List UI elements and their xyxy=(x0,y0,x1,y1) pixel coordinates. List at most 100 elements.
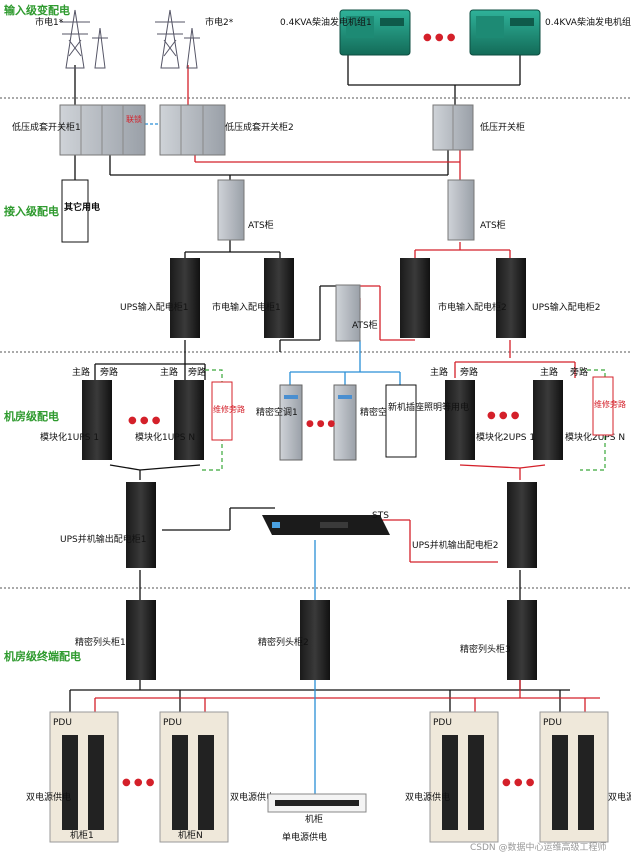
section-title-terminal: 机房级终端配电 xyxy=(4,649,81,663)
rack-1-label: 机柜1 xyxy=(70,829,94,841)
mains-input-1-label: 市电输入配电柜1 xyxy=(212,301,281,313)
ac-1-label: 精密空调1 xyxy=(256,406,298,418)
grid-tower-1 xyxy=(60,9,108,69)
main-path-label-1: 主路 xyxy=(72,366,90,378)
rack-dots-right: ● ● ● xyxy=(502,777,535,788)
ats-left-label: ATS柜 xyxy=(248,219,274,231)
single-supply-label: 单电源供电 xyxy=(282,831,327,843)
grid-tower-2 xyxy=(155,9,200,69)
ac-dots: ● ● ● xyxy=(306,419,335,429)
dual-supply-label-1: 双电源供电 xyxy=(26,791,71,803)
bypass-label-1: 旁路 xyxy=(100,366,118,378)
other-load-label: 其它用电 xyxy=(64,201,100,213)
black-wires xyxy=(69,55,570,712)
ups-parallel-output-1 xyxy=(126,482,156,568)
pdu-label-3: PDU xyxy=(433,718,452,728)
single-rack-label: 机柜 xyxy=(305,813,323,825)
sts-label: STS xyxy=(372,511,389,521)
generator-N-label: 0.4KVA柴油发电机组N xyxy=(545,16,631,28)
generator-1-label: 0.4KVA柴油发电机组1 xyxy=(280,16,372,28)
mains-input-cabinet-2 xyxy=(400,258,430,338)
lv-1-label: 低压成套开关柜1 xyxy=(12,121,81,133)
dual-supply-label-2: 双电源供电 xyxy=(230,791,275,803)
lv-3-label: 低压开关柜 xyxy=(480,121,525,133)
precision-ac-N xyxy=(333,384,357,461)
main-path-label-4: 主路 xyxy=(540,366,558,378)
precision-row-cabinet-1 xyxy=(126,600,156,680)
maint-bypass-label-2: 维修旁路 xyxy=(594,399,626,409)
section-title-input: 输入级变配电 xyxy=(4,3,70,17)
bypass-label-3: 旁路 xyxy=(460,366,478,378)
modular-ups-2-N xyxy=(533,380,563,460)
generator-dots: ● ● ● xyxy=(423,32,456,43)
other-load-box xyxy=(61,179,89,243)
ups-input-cabinet-1 xyxy=(170,258,200,338)
main-path-label-3: 主路 xyxy=(430,366,448,378)
maint-bypass-label-1: 维修旁路 xyxy=(213,404,245,414)
ups-input-2-label: UPS输入配电柜2 xyxy=(532,301,600,313)
maint-bypass-box-1 xyxy=(211,381,233,441)
rack-dots-left: ● ● ● xyxy=(122,777,155,788)
grid-2-label: 市电2* xyxy=(205,16,234,28)
mains-input-2-label: 市电输入配电柜2 xyxy=(438,301,507,313)
section-title-room: 机房级配电 xyxy=(4,409,59,423)
pdu-label-4: PDU xyxy=(543,718,562,728)
ups-input-cabinet-2 xyxy=(496,258,526,338)
precision-ac-1 xyxy=(279,384,303,461)
grid-1-label: 市电1* xyxy=(35,16,64,28)
section-dividers xyxy=(0,97,631,589)
section-title-access: 接入级配电 xyxy=(4,204,59,218)
lv-switchgear-3 xyxy=(432,104,474,151)
rack-right-N xyxy=(539,711,609,843)
ats-cabinet-right xyxy=(447,179,475,241)
row-2-label: 精密列头柜2 xyxy=(258,636,309,648)
row-1-label: 精密列头柜1 xyxy=(75,636,126,648)
mains-input-cabinet-1 xyxy=(264,258,294,338)
new-cabinet-label: 新机插座照明等用电 xyxy=(388,401,469,413)
blue-wires xyxy=(145,123,401,800)
rack-N-label: 机柜N xyxy=(178,829,203,841)
modular-ups-1-N xyxy=(174,380,204,460)
precision-row-cabinet-2 xyxy=(300,600,330,680)
mod1-1-label: 模块化1UPS 1 xyxy=(40,431,99,443)
modular-ups-2-1 xyxy=(445,380,475,460)
ats-cabinet-left xyxy=(217,179,245,241)
ups-group-2-dots: ● ● ● xyxy=(487,410,520,421)
dual-supply-label-4: 双电源供电 xyxy=(608,791,631,803)
row-3-label: 精密列头柜3 xyxy=(460,643,511,655)
rack-right-1 xyxy=(429,711,499,843)
dual-supply-label-3: 双电源供电 xyxy=(405,791,450,803)
ups-out-2-label: UPS并机输出配电柜2 xyxy=(412,539,498,551)
rack-N xyxy=(159,711,229,843)
pdu-label-1: PDU xyxy=(53,718,72,728)
ats-right-label: ATS柜 xyxy=(480,219,506,231)
ats-cabinet-mid xyxy=(335,284,361,342)
sts-unit xyxy=(262,515,390,535)
mod1-N-label: 模块化1UPS N xyxy=(135,431,195,443)
lv-2-label: 低压成套开关柜2 xyxy=(225,121,294,133)
mod2-1-label: 模块化2UPS 1 xyxy=(476,431,535,443)
single-supply-rack xyxy=(267,793,367,813)
ups-parallel-output-2 xyxy=(507,482,537,568)
ups-out-1-label: UPS并机输出配电柜1 xyxy=(60,533,146,545)
interlock-label: 联锁 xyxy=(126,114,142,124)
ups-input-1-label: UPS输入配电柜1 xyxy=(120,301,188,313)
rack-1 xyxy=(49,711,119,843)
ats-mid-label: ATS柜 xyxy=(352,319,378,331)
watermark: CSDN @数据中心运维高级工程师 xyxy=(470,841,607,853)
modular-ups-1-1 xyxy=(82,380,112,460)
ups-group-1-dots: ● ● ● xyxy=(128,415,161,426)
lv-switchgear-2 xyxy=(159,104,226,156)
generator-1 xyxy=(339,9,411,56)
lv-switchgear-1 xyxy=(59,104,146,156)
new-cabinet-box xyxy=(385,384,417,458)
pdu-label-2: PDU xyxy=(163,718,182,728)
main-path-label-2: 主路 xyxy=(160,366,178,378)
bypass-label-2: 旁路 xyxy=(188,366,206,378)
maint-bypass-box-2 xyxy=(592,376,614,436)
generator-N xyxy=(469,9,541,56)
bypass-label-4: 旁路 xyxy=(570,366,588,378)
precision-row-cabinet-3 xyxy=(507,600,537,680)
